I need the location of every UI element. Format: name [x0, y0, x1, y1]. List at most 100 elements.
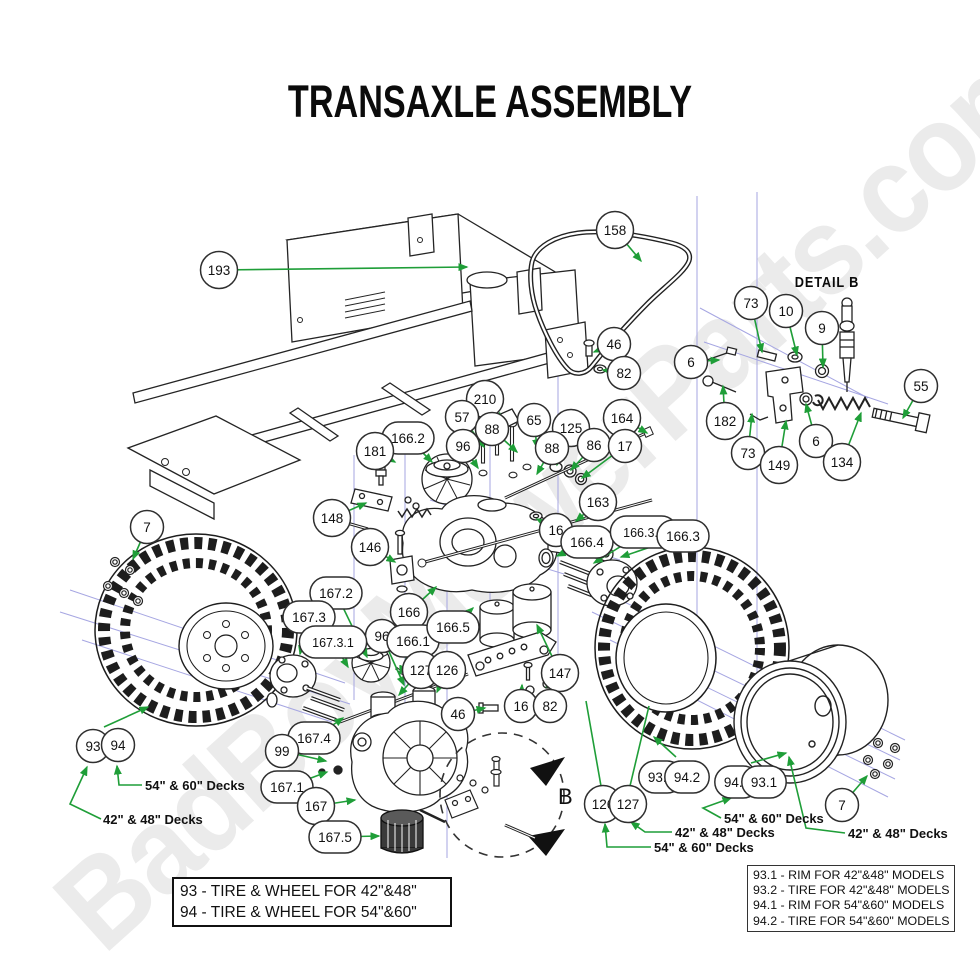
- oil-filter: [380, 809, 424, 854]
- callout-65[interactable]: 65: [516, 402, 552, 438]
- detail-circle-letter: B: [558, 784, 573, 809]
- callout-167.1[interactable]: 167.1: [260, 770, 314, 804]
- callout-166.5[interactable]: 166.5: [426, 610, 480, 644]
- deck-size-label: 42" & 48" Decks: [848, 826, 948, 841]
- callout-6[interactable]: 6: [798, 423, 834, 459]
- callout-7[interactable]: 7: [824, 787, 860, 823]
- callout-17[interactable]: 17: [607, 428, 643, 464]
- callout-55[interactable]: 55: [903, 368, 939, 404]
- legend-line: 93.2 - TIRE FOR 42"&48" MODELS: [753, 883, 950, 898]
- legend-line: 94.1 - RIM FOR 54"&60" MODELS: [753, 898, 945, 913]
- detail-b-reference: [419, 732, 565, 858]
- svg-text:125: 125: [560, 421, 583, 436]
- svg-text:127: 127: [617, 797, 640, 812]
- callout-73[interactable]: 73: [733, 285, 769, 321]
- svg-text:167.1: 167.1: [270, 780, 304, 795]
- callout-166.2[interactable]: 166.2: [381, 421, 435, 455]
- callout-146[interactable]: 146: [350, 527, 390, 567]
- callout-86[interactable]: 86: [576, 427, 612, 463]
- callout-166.4[interactable]: 166.4: [560, 525, 614, 559]
- svg-text:57: 57: [454, 410, 469, 425]
- callout-6[interactable]: 6: [673, 344, 709, 380]
- callout-127[interactable]: 127: [608, 784, 648, 824]
- callout-96[interactable]: 96: [445, 428, 481, 464]
- callout-147[interactable]: 147: [540, 653, 580, 693]
- svg-text:166.3: 166.3: [666, 529, 700, 544]
- callout-73[interactable]: 73: [730, 435, 766, 471]
- svg-text:55: 55: [913, 379, 928, 394]
- callout-149[interactable]: 149: [759, 445, 799, 485]
- callout-134[interactable]: 134: [822, 442, 862, 482]
- callout-166.3[interactable]: 166.3: [656, 519, 710, 553]
- callout-93[interactable]: 93: [75, 728, 111, 764]
- svg-text:146: 146: [359, 540, 382, 555]
- callout-88[interactable]: 88: [534, 430, 570, 466]
- right-lug-bolts: [862, 737, 901, 780]
- callout-88[interactable]: 88: [474, 411, 510, 447]
- callout-99[interactable]: 99: [264, 733, 300, 769]
- deck-size-label: 54" & 60" Decks: [724, 811, 824, 826]
- callout-182[interactable]: 182: [705, 401, 745, 441]
- left-lug-bolts: [102, 556, 144, 607]
- legend-line: 93.1 - RIM FOR 42"&48" MODELS: [753, 868, 945, 882]
- callout-94[interactable]: 94: [100, 727, 136, 763]
- callout-167[interactable]: 167: [296, 786, 336, 826]
- svg-text:10: 10: [778, 304, 793, 319]
- upper-transaxle: [339, 339, 654, 607]
- svg-text:167.5: 167.5: [318, 830, 352, 845]
- svg-text:167.3.1: 167.3.1: [312, 636, 354, 650]
- svg-text:167.2: 167.2: [319, 586, 353, 601]
- callout-181[interactable]: 181: [355, 431, 395, 471]
- detail-b-parts: [693, 297, 931, 434]
- callout-126[interactable]: 126: [427, 650, 467, 690]
- svg-text:134: 134: [831, 455, 854, 470]
- callout-94.2[interactable]: 94.2: [664, 760, 710, 794]
- svg-text:7: 7: [838, 798, 846, 813]
- callout-82[interactable]: 82: [606, 355, 642, 391]
- callout-9[interactable]: 9: [804, 310, 840, 346]
- callout-167.3.1[interactable]: 167.3.1: [298, 625, 368, 659]
- svg-text:163: 163: [587, 495, 610, 510]
- svg-text:16: 16: [548, 523, 563, 538]
- callout-82[interactable]: 82: [532, 688, 568, 724]
- callout-16[interactable]: 16: [503, 688, 539, 724]
- right-rim: [733, 644, 889, 784]
- deck-size-label: 54" & 60" Decks: [145, 778, 245, 793]
- svg-text:93: 93: [85, 739, 100, 754]
- svg-text:88: 88: [544, 441, 559, 456]
- callout-163[interactable]: 163: [578, 482, 618, 522]
- callout-193[interactable]: 193: [199, 250, 239, 290]
- callout-46[interactable]: 46: [596, 326, 632, 362]
- detail-b-label: DETAIL B: [794, 274, 860, 291]
- callout-93.1[interactable]: 93.1: [741, 765, 787, 799]
- callout-167.5[interactable]: 167.5: [308, 820, 362, 854]
- svg-text:6: 6: [687, 355, 695, 370]
- svg-text:73: 73: [743, 296, 758, 311]
- svg-text:166.5: 166.5: [436, 620, 470, 635]
- legend-line: 94 - TIRE & WHEEL FOR 54"&60": [180, 904, 417, 921]
- legend-line: 93 - TIRE & WHEEL FOR 42"&48": [180, 883, 417, 900]
- svg-text:158: 158: [604, 223, 627, 238]
- callout-166[interactable]: 166: [389, 592, 429, 632]
- frame-weldment: [126, 213, 589, 521]
- callout-57[interactable]: 57: [444, 399, 480, 435]
- callout-10[interactable]: 10: [768, 293, 804, 329]
- callout-7[interactable]: 7: [129, 509, 165, 545]
- svg-text:167.3: 167.3: [292, 610, 326, 625]
- callout-167.4[interactable]: 167.4: [287, 721, 341, 755]
- deck-labels-layer: 54" & 60" Decks 42" & 48" Decks 54" & 60" …: [103, 778, 948, 855]
- svg-text:166.3.1: 166.3.1: [623, 526, 665, 540]
- deck-size-label: 42" & 48" Decks: [103, 812, 203, 827]
- callout-164[interactable]: 164: [602, 398, 642, 438]
- callout-46[interactable]: 46: [440, 696, 476, 732]
- svg-text:86: 86: [586, 438, 601, 453]
- svg-text:73: 73: [740, 446, 755, 461]
- callout-158[interactable]: 158: [595, 210, 635, 250]
- svg-text:94: 94: [110, 738, 126, 753]
- callout-148[interactable]: 148: [312, 498, 352, 538]
- svg-text:149: 149: [768, 458, 791, 473]
- svg-text:16: 16: [513, 699, 528, 714]
